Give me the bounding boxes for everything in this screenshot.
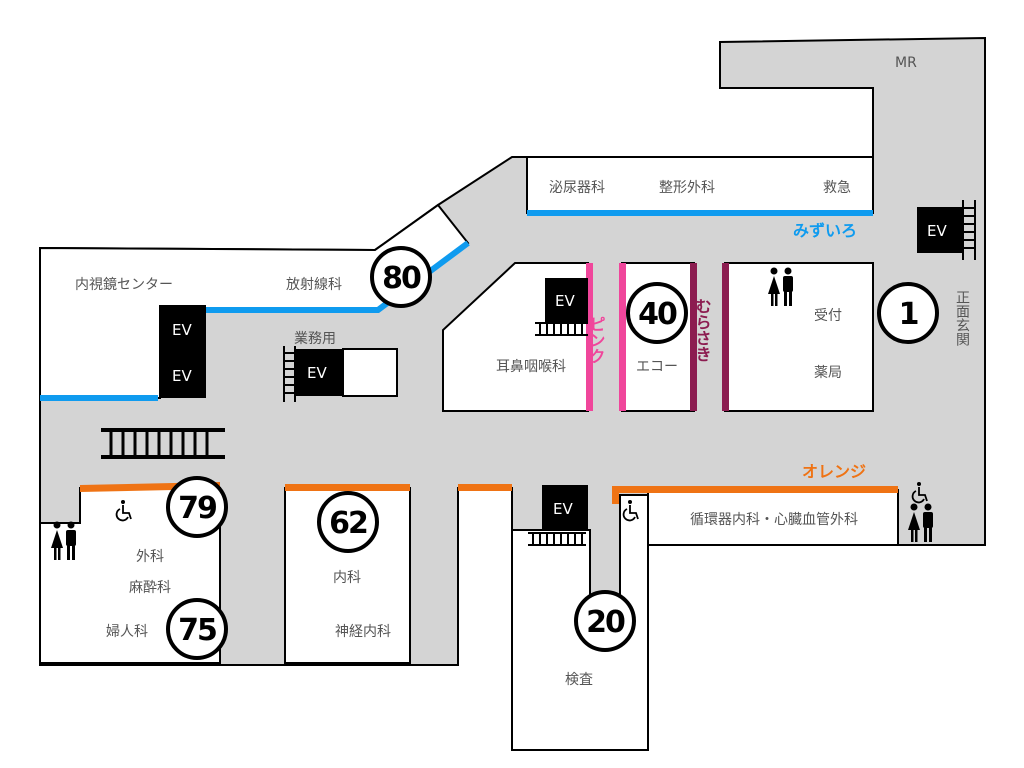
marker-80[interactable]: 80 xyxy=(370,246,432,308)
route-label-mizuiro: みずいろ xyxy=(793,221,857,240)
marker-62[interactable]: 62 xyxy=(317,491,379,553)
label-staff-only: 業務用 xyxy=(294,331,336,347)
marker-79[interactable]: 79 xyxy=(166,476,228,538)
marker-number: 1 xyxy=(899,297,918,332)
label-mr: MR xyxy=(895,55,917,71)
marker-number: 20 xyxy=(586,605,625,640)
label-anesthesiology: 麻酔科 xyxy=(129,580,171,596)
marker-1[interactable]: 1 xyxy=(877,282,939,344)
label-emergency: 救急 xyxy=(823,180,851,196)
room-internal-medicine[interactable] xyxy=(284,487,411,664)
route-label-pink: ピンク xyxy=(587,316,606,364)
label-pharmacy: 薬局 xyxy=(814,365,842,381)
route-label-orange: オレンジ xyxy=(802,462,866,481)
label-reception: 受付 xyxy=(814,308,842,324)
label-ent: 耳鼻咽喉科 xyxy=(496,358,566,375)
elevator[interactable]: EV xyxy=(545,278,588,322)
staff-room xyxy=(342,348,398,397)
elevator-label: EV xyxy=(553,500,573,518)
marker-75[interactable]: 75 xyxy=(166,598,228,660)
label-orthopedics: 整形外科 xyxy=(659,180,715,196)
route-pink-lines xyxy=(586,263,626,411)
label-echo: エコー xyxy=(636,359,678,375)
stairs-icon xyxy=(101,428,225,459)
room-urology-orthopedics-emergency[interactable] xyxy=(526,156,874,214)
marker-20[interactable]: 20 xyxy=(574,590,636,652)
route-label-murasaki: むらさき xyxy=(693,298,712,362)
room-reception-pharmacy[interactable] xyxy=(724,262,874,412)
elevator-label: EV xyxy=(172,321,192,339)
stairs-icon xyxy=(283,346,296,402)
route-mizuiro-lines xyxy=(40,210,873,401)
elevator-label: EV xyxy=(172,367,192,385)
stairs-icon xyxy=(962,200,976,260)
stairs-icon xyxy=(528,532,586,546)
marker-number: 40 xyxy=(638,297,677,332)
elevator[interactable]: EV xyxy=(542,485,588,531)
elevator-label: EV xyxy=(307,364,327,382)
elevator[interactable]: EV xyxy=(296,349,343,396)
label-surgery: 外科 xyxy=(136,549,164,565)
label-endoscopy: 内視鏡センター xyxy=(75,277,173,293)
elevator-label: EV xyxy=(927,222,947,240)
label-urology: 泌尿器科 xyxy=(549,180,605,196)
elevator[interactable]: EV xyxy=(917,207,962,253)
marker-number: 79 xyxy=(178,491,216,526)
label-gynecology: 婦人科 xyxy=(106,623,148,640)
label-internal-medicine: 内科 xyxy=(333,570,361,586)
label-cardiology: 循環器内科・心臓血管外科 xyxy=(690,512,858,528)
elevator-label: EV xyxy=(555,292,575,310)
marker-number: 62 xyxy=(329,506,367,541)
elevator[interactable]: EV xyxy=(160,306,206,352)
label-main-entrance: 正面玄関 xyxy=(954,290,970,347)
elevator[interactable]: EV xyxy=(160,352,206,398)
marker-40[interactable]: 40 xyxy=(626,282,688,344)
marker-number: 80 xyxy=(382,261,421,296)
label-radiology: 放射線科 xyxy=(286,277,342,293)
label-examination: 検査 xyxy=(565,672,593,688)
marker-number: 75 xyxy=(178,613,216,648)
label-neurology: 神経内科 xyxy=(335,624,391,640)
stairs-icon xyxy=(535,322,588,336)
route-murasaki-lines xyxy=(690,263,729,411)
